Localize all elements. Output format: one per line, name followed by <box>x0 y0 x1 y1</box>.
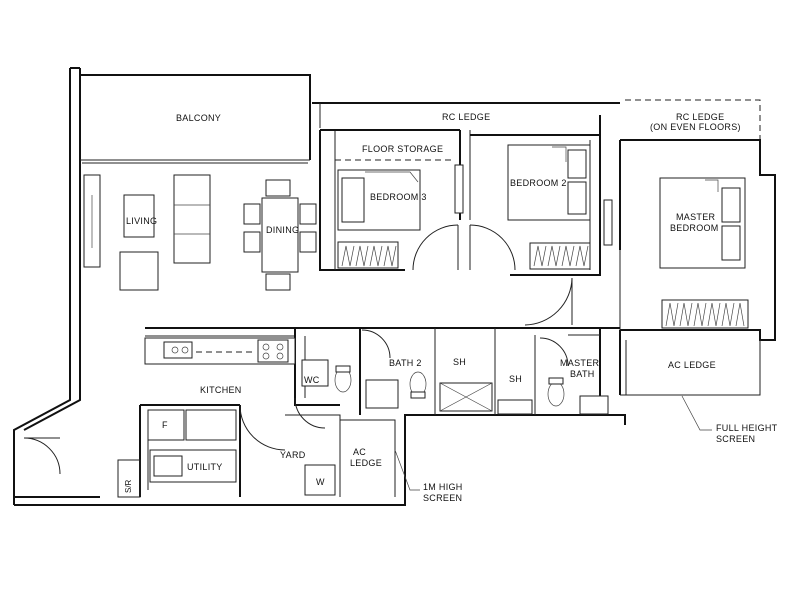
label-balcony: BALCONY <box>176 113 221 123</box>
label-living: LIVING <box>126 216 157 226</box>
label-kitchen: KITCHEN <box>200 385 242 395</box>
label-full-height-screen-2: SCREEN <box>716 434 755 444</box>
room-labels: BALCONY RC LEDGE RC LEDGE (ON EVEN FLOOR… <box>124 112 778 503</box>
label-ac-ledge-bottom-1: AC <box>353 447 366 457</box>
label-master-bedroom-2: BEDROOM <box>670 223 719 233</box>
label-washer: W <box>316 477 325 487</box>
label-rc-ledge-even-1: RC LEDGE <box>676 112 724 122</box>
label-yard: YARD <box>280 450 306 460</box>
furniture <box>83 144 749 496</box>
label-sh-2: SH <box>509 374 522 384</box>
label-rc-ledge-even-2: (ON EVEN FLOORS) <box>650 122 741 132</box>
label-bedroom-2: BEDROOM 2 <box>510 178 567 188</box>
label-fridge: F <box>162 420 168 430</box>
label-ac-ledge-bottom-2: LEDGE <box>350 458 382 468</box>
label-bath-2: BATH 2 <box>389 358 422 368</box>
label-utility: UTILITY <box>187 462 223 472</box>
label-rc-ledge: RC LEDGE <box>442 112 490 122</box>
label-master-bath-2: BATH <box>570 369 595 379</box>
label-1m-high-screen-2: SCREEN <box>423 493 462 503</box>
label-bedroom-3: BEDROOM 3 <box>370 192 427 202</box>
label-1m-high-screen-1: 1M HIGH <box>423 482 463 492</box>
label-dining: DINING <box>266 225 299 235</box>
label-ac-ledge-right: AC LEDGE <box>668 360 716 370</box>
label-sh-1: SH <box>453 357 466 367</box>
label-full-height-screen-1: FULL HEIGHT <box>716 423 778 433</box>
label-master-bath-1: MASTER <box>560 358 600 368</box>
label-floor-storage: FLOOR STORAGE <box>362 144 443 154</box>
label-wc: WC <box>304 375 320 385</box>
outer-walls <box>13 67 776 506</box>
label-store: S/R <box>124 479 133 493</box>
label-master-bedroom-1: MASTER <box>676 212 716 222</box>
